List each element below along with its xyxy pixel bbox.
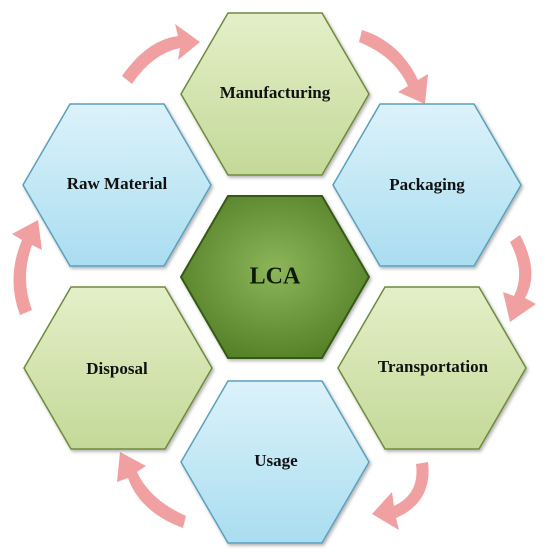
center-label-lca: LCA [250, 264, 301, 290]
hexagon-center-lca: LCA [179, 195, 371, 359]
hexagon-transportation: Transportation [337, 286, 527, 450]
stage-label-usage: Usage [254, 451, 298, 470]
hexagon-raw-material: Raw Material [22, 103, 212, 267]
stage-label-disposal: Disposal [86, 359, 148, 378]
arrow-transportation-to-usage [372, 462, 429, 530]
hexagon-usage: Usage [180, 380, 370, 544]
hexagon-packaging: Packaging [332, 103, 522, 267]
hexagon-disposal: Disposal [23, 286, 213, 450]
stage-label-transportation: Transportation [378, 357, 489, 376]
stage-label-manufacturing: Manufacturing [220, 83, 331, 102]
arrow-disposal-to-raw-material [12, 220, 42, 315]
stage-label-raw-material: Raw Material [67, 174, 168, 193]
arrow-raw-material-to-manufacturing [122, 24, 200, 84]
arrow-usage-to-disposal [117, 452, 186, 528]
cycle-arrows [12, 24, 536, 530]
arrow-packaging-to-transportation [503, 235, 536, 322]
hexagon-manufacturing: Manufacturing [180, 12, 370, 176]
stage-label-packaging: Packaging [389, 175, 465, 194]
arrow-manufacturing-to-packaging [359, 30, 428, 104]
